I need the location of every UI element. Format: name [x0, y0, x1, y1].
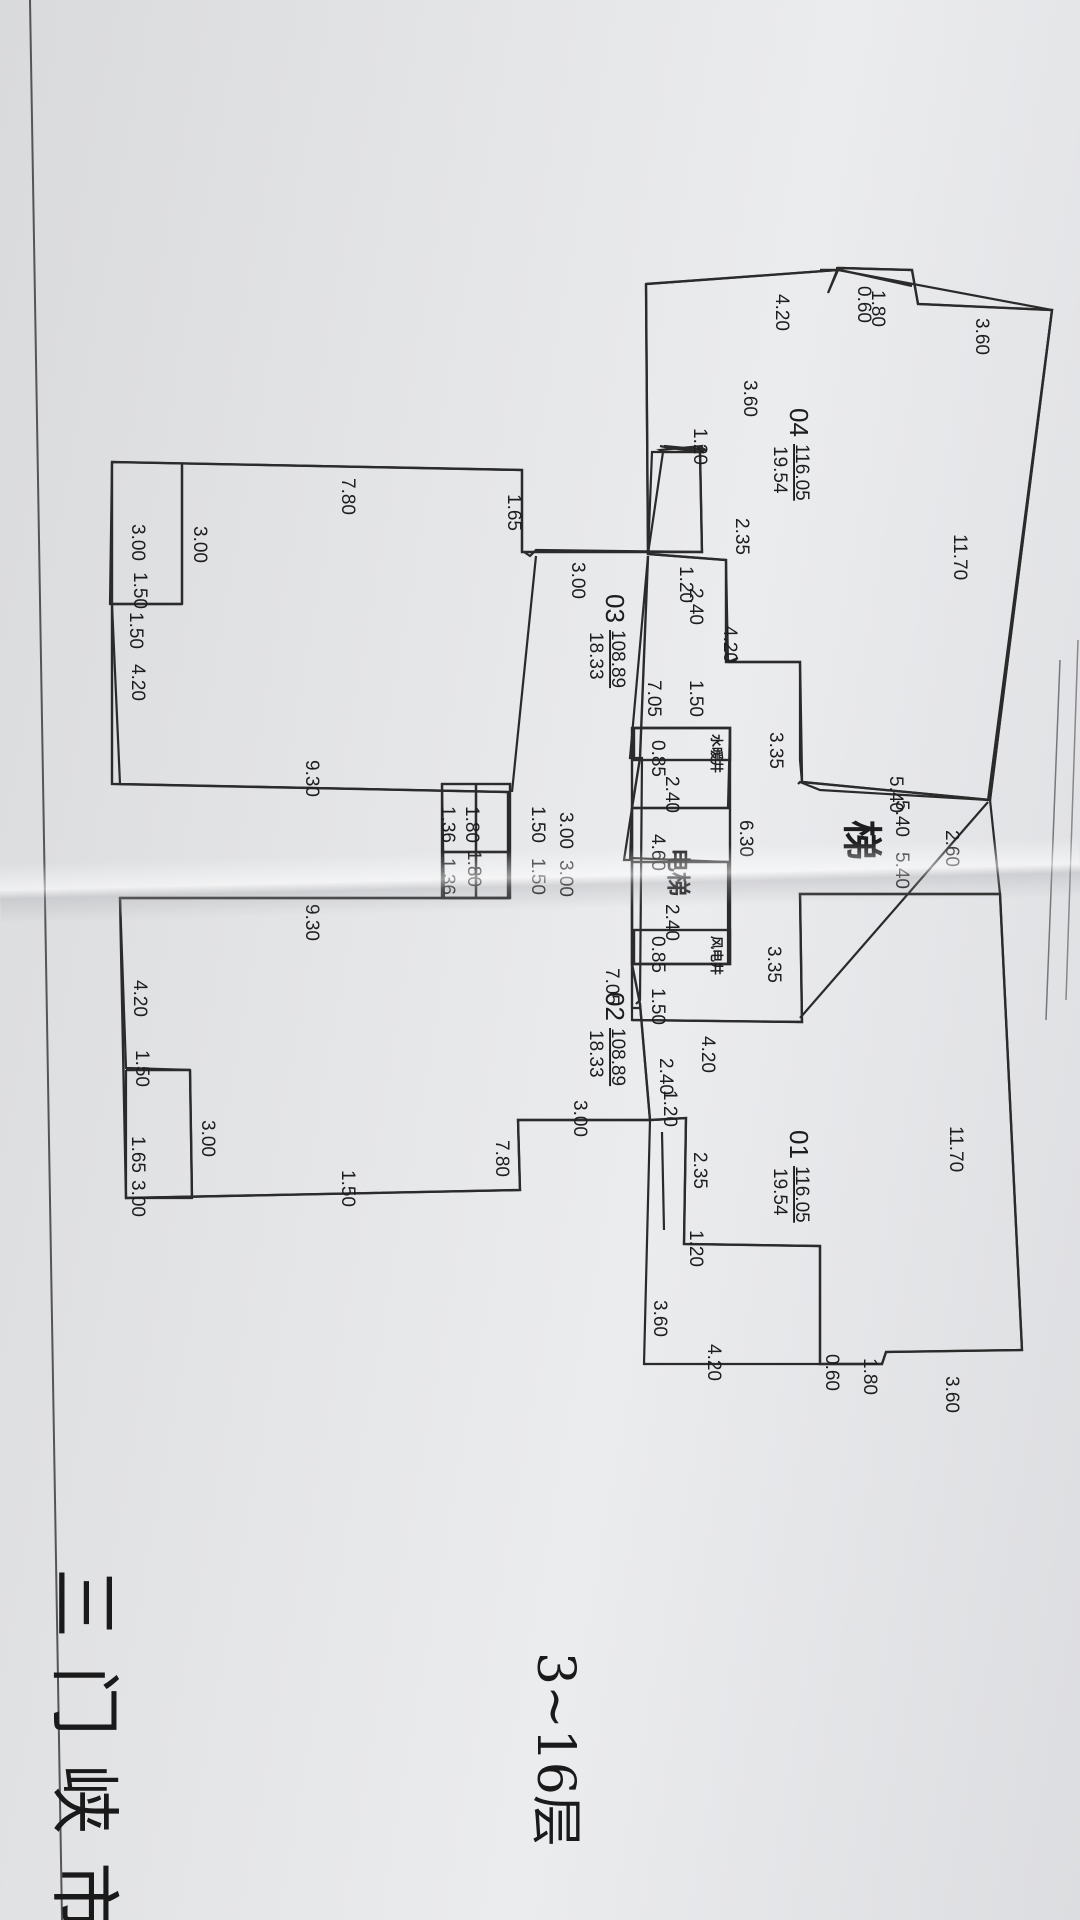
unit-number: 03	[600, 594, 630, 623]
dimension-u03-2: 3.00	[567, 562, 588, 599]
dimension-core-1: 2.40	[661, 776, 682, 813]
wind-shaft-box	[632, 928, 732, 966]
dimension-u04-14: 7.05	[643, 680, 664, 717]
dimension-u04-9: 2.40	[685, 588, 706, 625]
dimension-u03-11: 1.50	[527, 806, 548, 843]
dimension-u04-0: 0.60	[853, 286, 874, 323]
unit-number: 02	[600, 992, 630, 1021]
dimension-core-0: 0.85	[647, 740, 668, 777]
dimension-u04-7: 11.70	[949, 534, 970, 580]
dimension-u02-7: 7.05	[601, 968, 622, 1005]
dimension-u04-11: 3.35	[765, 732, 786, 769]
unit-04-boundary	[644, 266, 1054, 802]
unit-labels: 04116.0519.5403108.8918.3302108.8918.330…	[585, 408, 814, 1223]
unit-number: 01	[784, 1130, 814, 1159]
dimension-u04-2: 3.60	[971, 318, 992, 355]
dimension-core-4: 2.60	[941, 830, 962, 867]
dimension-u02-12: 7.80	[491, 1140, 512, 1177]
margin-line-right-2	[1065, 639, 1079, 1001]
dimension-u01-4: 11.70	[945, 1126, 966, 1172]
dimension-u03-0: 7.80	[337, 478, 358, 515]
dimension-u02-13: 1.50	[337, 1170, 358, 1207]
dimension-u03-7: 4.20	[127, 664, 148, 701]
unit-shared-area: 19.54	[769, 446, 790, 494]
dimension-u04-3: 4.20	[771, 294, 792, 331]
dimension-u02-8: 1.50	[647, 988, 668, 1025]
dimension-core-8: 0.85	[647, 936, 668, 973]
dimension-u01-0: 4.20	[697, 1036, 718, 1073]
dimension-u04-4: 3.60	[739, 380, 760, 417]
dimension-u02-14: 3.00	[127, 1180, 148, 1217]
dimension-u03-1: 1.65	[503, 494, 524, 531]
dimension-u04-5: 1.20	[689, 428, 710, 465]
dimension-u02-5: 4.20	[129, 980, 150, 1017]
dimension-u02-6: 1.50	[131, 1050, 152, 1087]
margin-line	[29, 0, 63, 1920]
dimension-u02-10: 3.00	[197, 1120, 218, 1157]
dimension-u02-4: 9.30	[301, 904, 322, 941]
dimension-u04-1: 1.80	[867, 290, 888, 327]
dimension-core-5: 5.40	[891, 800, 912, 837]
dimension-core-3: 6.30	[735, 820, 756, 857]
dimension-u04-6: 2.35	[731, 518, 752, 555]
dimension-u02-2: 1.50	[527, 858, 548, 895]
dimension-u02-1: 1.36	[437, 858, 458, 895]
dimension-u03-5: 1.50	[129, 572, 150, 609]
dimension-u01-1: 2.40	[655, 1058, 676, 1095]
elevator-label: 电梯	[664, 848, 692, 896]
dimension-u01-6: 3.60	[649, 1300, 670, 1337]
stair-label: 梯	[839, 820, 883, 860]
dimension-u02-0: 1.80	[463, 850, 484, 887]
unit-area: 116.05	[791, 444, 812, 501]
dimension-u03-10: 1.36	[437, 806, 458, 843]
dimension-u01-9: 1.80	[859, 1358, 880, 1395]
dimension-u04-12: 5.40	[885, 776, 906, 813]
dimension-u04-10: 4.20	[719, 626, 740, 663]
margin-line-right	[1045, 659, 1061, 1021]
dimension-u01-5: 1.20	[685, 1230, 706, 1267]
wind-shaft-label: 风电井	[709, 936, 724, 975]
dimension-u02-11: 1.65	[127, 1136, 148, 1173]
dimension-u01-8: 0.60	[821, 1354, 842, 1391]
dimension-u03-9: 1.80	[461, 806, 482, 843]
dimension-u01-7: 4.20	[703, 1344, 724, 1381]
unit-number: 04	[784, 408, 814, 437]
water-shaft-box	[632, 726, 732, 762]
unit-area: 108.89	[607, 630, 628, 688]
dimension-u01-2: 1.20	[659, 1090, 680, 1127]
footer-text: 三门峡市	[43, 1568, 125, 1920]
dimension-u03-4: 3.00	[127, 524, 148, 561]
dimension-u02-9: 3.00	[569, 1100, 590, 1137]
unit-shared-area: 18.33	[585, 1030, 606, 1078]
floor-label: 3~16层	[525, 1652, 585, 1847]
dimension-u03-8: 9.30	[301, 760, 322, 797]
unit-shared-area: 18.33	[585, 632, 606, 680]
dimension-u03-3: 3.00	[189, 526, 210, 563]
dimension-u03-6: 1.50	[125, 612, 146, 649]
dimension-u04-8: 1.20	[675, 566, 696, 603]
dimension-core-6: 5.40	[891, 852, 912, 889]
dimension-core-9: 3.35	[763, 946, 784, 983]
unit-area: 108.89	[607, 1028, 628, 1086]
dimension-u03-12: 3.00	[555, 812, 576, 849]
unit-04-outline	[797, 268, 1054, 802]
dimension-u01-10: 3.60	[941, 1376, 962, 1413]
dimension-u04-13: 1.50	[685, 680, 706, 717]
dimension-u01-3: 2.35	[689, 1152, 710, 1189]
water-shaft-label: 水暖井	[709, 734, 724, 773]
unit-area: 116.05	[791, 1166, 812, 1223]
unit-shared-area: 19.54	[769, 1168, 790, 1216]
dimension-u02-3: 3.00	[555, 860, 576, 897]
